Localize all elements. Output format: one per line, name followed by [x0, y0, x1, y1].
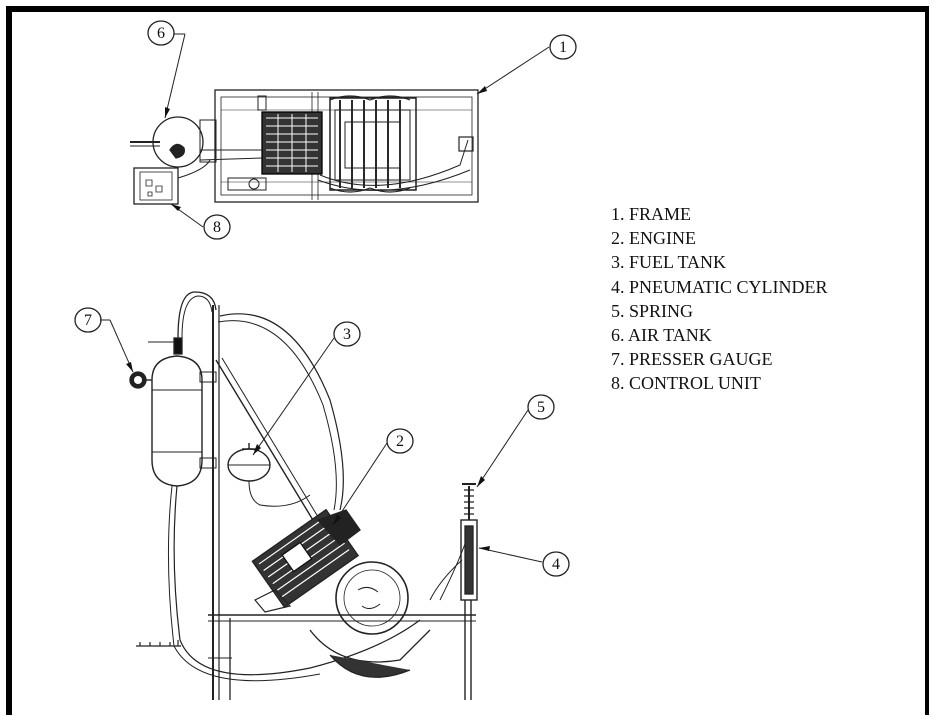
- top-air-tank: [130, 116, 217, 168]
- side-air-tank: [148, 337, 217, 487]
- parts-legend: 1. FRAME 2. ENGINE 3. FUEL TANK 4. PNEUM…: [611, 202, 828, 396]
- side-engine: [251, 508, 431, 678]
- top-control-unit: [133, 159, 211, 205]
- top-view: [130, 89, 479, 205]
- callout-8: [203, 214, 231, 240]
- top-engine: [261, 95, 417, 193]
- side-view: [129, 291, 478, 700]
- legend-item-presser-gauge: 7. PRESSER GAUGE: [611, 349, 773, 370]
- callout-1-number: 1: [559, 39, 567, 56]
- side-pressure-gauge: [129, 371, 152, 389]
- legend-item-spring: 5. SPRING: [611, 300, 694, 321]
- figure-border: [6, 6, 929, 715]
- callout-5-number: 5: [537, 399, 545, 416]
- legend-item-frame: 1. FRAME: [611, 204, 692, 224]
- callout-7-number: 7: [84, 312, 92, 329]
- callout-8-number: 8: [213, 219, 221, 236]
- legend-item-engine: 2. ENGINE: [611, 228, 696, 249]
- callout-5: [527, 394, 555, 420]
- top-frame-outline: [214, 89, 479, 203]
- callout-4-number: 4: [552, 556, 560, 573]
- callout-2-number: 2: [396, 433, 404, 450]
- callout-2: [386, 428, 414, 454]
- callout-1: [549, 34, 577, 60]
- legend-item-control-unit: 8. CONTROL UNIT: [611, 373, 761, 394]
- legend-item-air-tank: 6. AIR TANK: [611, 325, 712, 346]
- callout-3: [333, 321, 361, 347]
- callout-6: [147, 20, 175, 46]
- callout-3-number: 3: [343, 326, 351, 343]
- callout-4: [542, 551, 570, 577]
- legend-item-fuel-tank: 3. FUEL TANK: [611, 252, 727, 273]
- side-fuel-tank: [227, 443, 311, 507]
- legend-item-pneumatic-cylinder: 4. PNEUMATIC CYLINDER: [611, 276, 828, 297]
- side-pneumatic-cylinder: [460, 483, 478, 601]
- callout-7: [74, 307, 102, 333]
- callout-6-number: 6: [157, 25, 165, 42]
